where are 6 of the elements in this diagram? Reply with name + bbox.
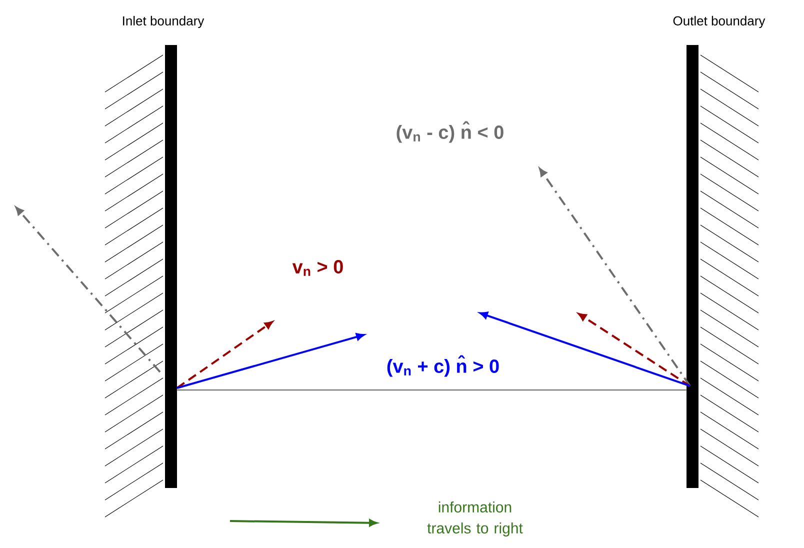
note: information travels to right bbox=[427, 502, 523, 536]
boundary-label: Inlet boundary bbox=[123, 16, 204, 28]
boundary-label: Outlet boundary bbox=[673, 16, 766, 28]
vector-label: v$_{n}$ > 0 bbox=[292, 260, 343, 276]
vector-label: (v$_{n}$ - c) n̂ < 0 bbox=[396, 121, 504, 143]
vector-label: (v$_{n}$ + c) n̂ > 0 bbox=[387, 355, 499, 377]
